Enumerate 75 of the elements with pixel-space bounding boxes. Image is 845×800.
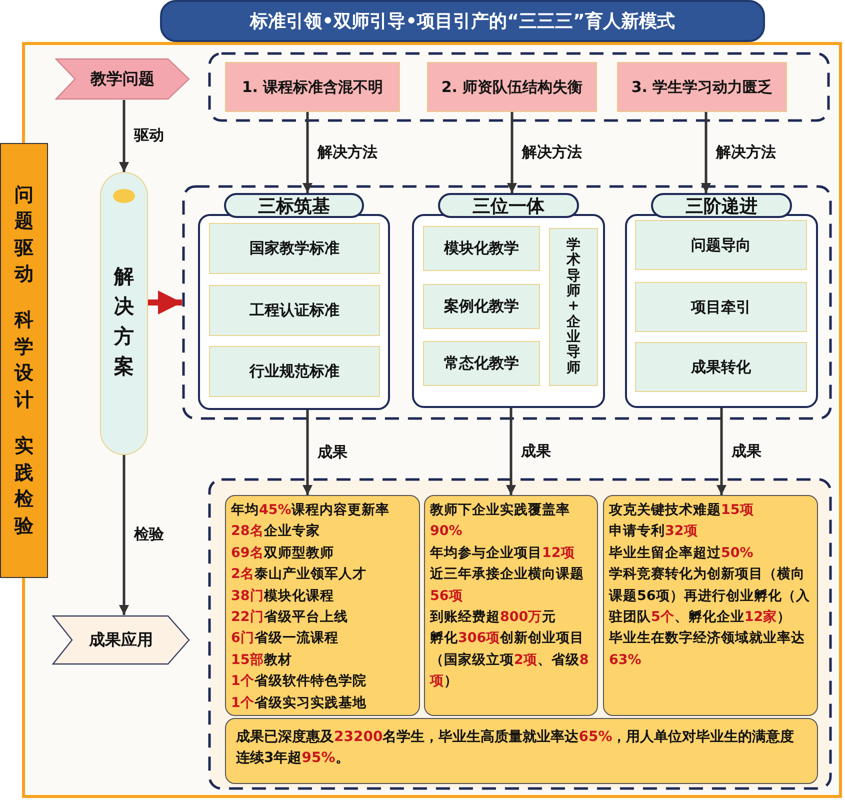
problem-box: 3. 学生学习动力匮乏	[617, 62, 787, 112]
result-text: 到账经费超800万元	[430, 608, 558, 628]
group-panel	[198, 193, 390, 410]
result-card	[424, 495, 598, 716]
edge-label: 解决方法	[520, 142, 584, 162]
arrow	[302, 112, 312, 193]
dashed-container	[208, 478, 832, 790]
arrow	[302, 410, 312, 495]
edge-label: 成果	[316, 442, 350, 462]
group-heading: 三位一体	[438, 193, 579, 218]
chevron-shape	[52, 615, 190, 665]
vertical-text: 实践检验	[14, 434, 34, 539]
result-text: 年均45%课程内容更新率	[231, 501, 390, 520]
result-text: 15部教材	[231, 650, 293, 670]
result-text: 近三年承接企业横向课题56项	[430, 565, 585, 606]
arrow	[507, 112, 517, 193]
vertical-text: 解决方案	[114, 263, 134, 380]
dashed-container	[208, 52, 830, 122]
result-text: 毕业生在数字经济领域就业率达63%	[609, 629, 806, 670]
method-box: 模块化教学	[423, 226, 540, 271]
result-text: 孵化306项创新创业项目（国家级立项2项、省级8项）	[430, 629, 590, 692]
group-heading: 三标筑基	[224, 193, 364, 218]
edge-label: 检验	[132, 525, 166, 544]
result-text: 69名双师型教师	[231, 544, 335, 563]
problem-box: 1. 课程标准含混不明	[225, 62, 400, 112]
edge-label: 解决方法	[714, 142, 778, 162]
method-box: 案例化教学	[423, 284, 540, 329]
edge-label: 解决方法	[316, 142, 380, 162]
result-text: 22门省级平台上线	[231, 608, 349, 628]
chevron-shape	[55, 58, 190, 100]
result-text: 攻克关键技术难题15项	[609, 501, 755, 520]
edge-label: 驱动	[132, 126, 166, 145]
node-label: 教学问题	[90, 68, 154, 90]
result-text: 38门模块化课程	[231, 586, 335, 606]
result-text: 6门省级一流课程	[231, 629, 340, 648]
result-card	[225, 495, 420, 716]
result-text: 成果已深度惠及23200名学生，毕业生高质量就业率达65%，用人单位对毕业生的满意度连续3年超95%。	[236, 728, 796, 768]
solution-pill	[100, 172, 148, 455]
node-label: 成果应用	[89, 630, 153, 650]
title-banner: 标准引领•双师引导•项目引产的“三三三”育人新模式	[160, 0, 765, 42]
problem-box: 2. 师资队伍结构失衡	[427, 62, 597, 112]
result-text: 28名企业专家	[231, 522, 321, 542]
result-card	[603, 495, 818, 716]
result-text: 毕业生留企率超过50%	[609, 544, 754, 563]
group-panel	[412, 193, 605, 408]
dashed-container	[182, 185, 832, 420]
vertical-text: 科学设计	[14, 308, 34, 414]
arrow	[119, 100, 129, 172]
result-text: 学科竞赛转化为创新项目（横向课题56项）再进行创业孵化（入驻团队5个、孵化企业12家）	[609, 565, 811, 628]
mentor-box	[549, 228, 598, 386]
arrow	[716, 408, 726, 495]
method-box: 项目牵引	[635, 282, 807, 332]
result-text: 1个省级实习实践基地	[231, 694, 368, 713]
method-box: 国家教学标准	[209, 223, 380, 274]
method-box: 成果转化	[635, 342, 807, 392]
method-box: 常态化教学	[423, 341, 540, 386]
method-box: 工程认证标准	[209, 285, 380, 336]
result-text: 教师下企业实践覆盖率90%	[430, 501, 571, 542]
result-text: 2名泰山产业领军人才	[231, 565, 368, 584]
arrow	[148, 290, 182, 314]
result-text: 申请专利32项	[609, 522, 699, 542]
arrow	[119, 455, 129, 615]
group-heading: 三阶递进	[651, 193, 792, 218]
method-box: 行业规范标准	[209, 346, 380, 397]
vertical-text: 学术导师+企业导师	[566, 238, 580, 376]
edge-label: 成果	[730, 442, 764, 460]
side-band	[0, 143, 48, 578]
method-box: 问题导向	[635, 220, 807, 270]
arrow	[701, 112, 711, 193]
result-card	[225, 718, 818, 784]
group-panel	[625, 193, 818, 408]
result-text: 1个省级软件特色学院	[231, 672, 368, 692]
vertical-text: 问题驱动	[14, 182, 34, 288]
edge-label: 成果	[519, 442, 553, 460]
arrow	[506, 408, 516, 495]
